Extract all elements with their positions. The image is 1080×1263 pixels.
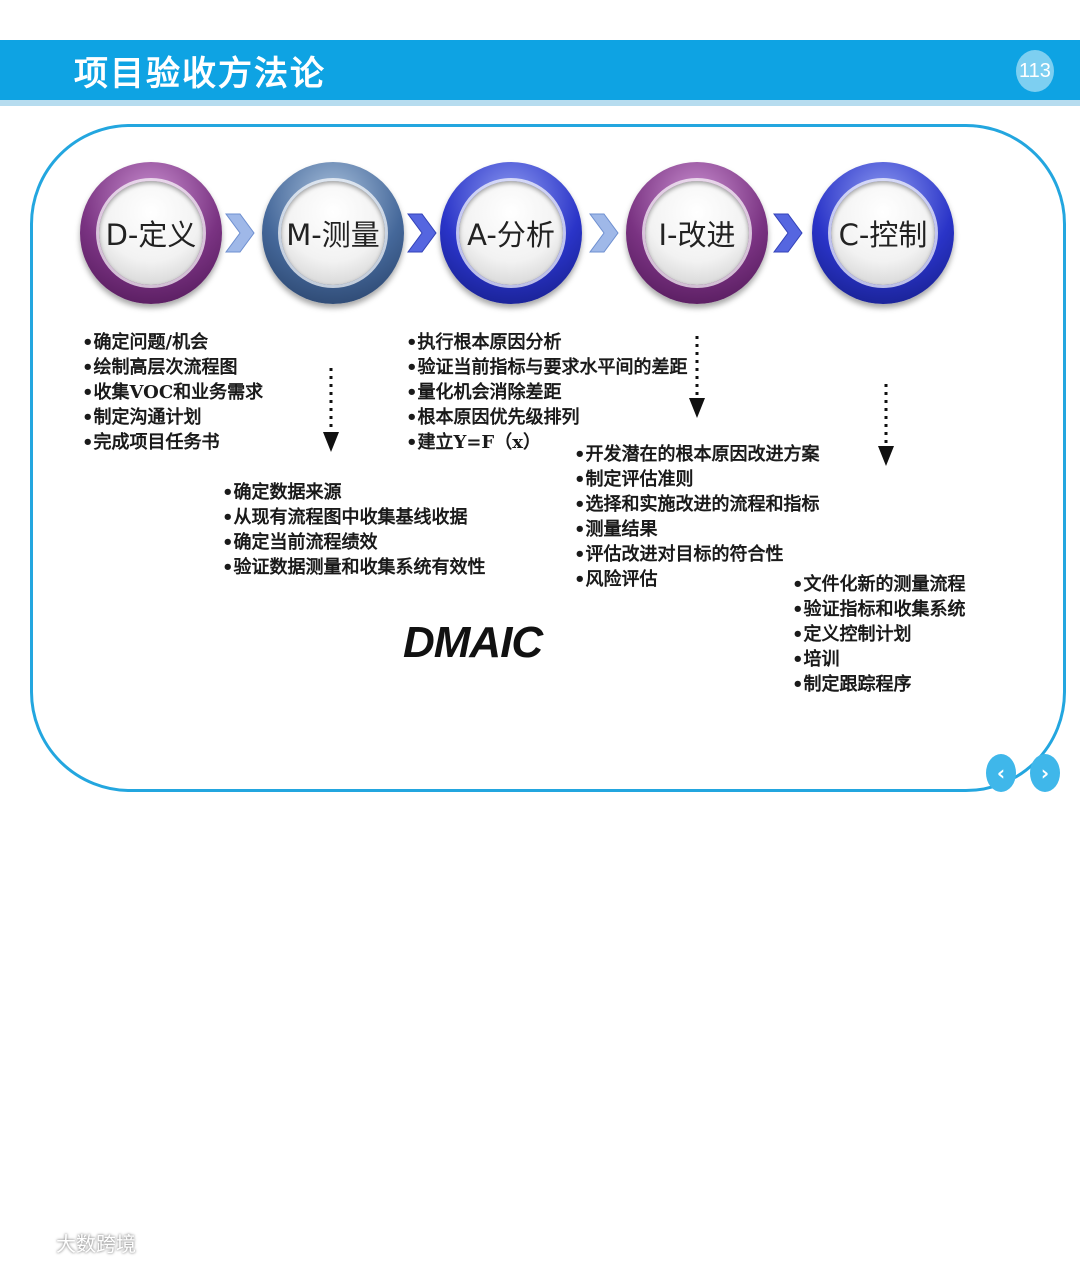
chevron-right-icon xyxy=(222,210,256,256)
list-item: •执行根本原因分析 xyxy=(406,332,562,353)
list-item: •培训 xyxy=(792,649,840,670)
list-item: •开发潜在的根本原因改进方案 xyxy=(574,444,820,465)
list-item: •收集VOC和业务需求 xyxy=(82,382,264,403)
list-item: •测量结果 xyxy=(574,519,658,540)
list-item: •确定数据来源 xyxy=(222,482,342,503)
step-improve-label: I-改进 xyxy=(658,218,736,252)
list-item: •制定评估准则 xyxy=(574,469,694,490)
list-item: •根本原因优先级排列 xyxy=(406,407,580,428)
list-item: •文件化新的测量流程 xyxy=(792,574,966,595)
page-number-badge: 113 xyxy=(1016,50,1054,92)
step-control-circle: C-控制 xyxy=(812,162,954,304)
dmaic-caption: DMAIC xyxy=(403,618,543,667)
list-item: •验证指标和收集系统 xyxy=(792,599,966,620)
page-title: 项目验收方法论 xyxy=(74,54,326,94)
list-item: •量化机会消除差距 xyxy=(406,382,562,403)
step-analyze-label: A-分析 xyxy=(467,218,555,252)
control-task-list: •文件化新的测量流程 •验证指标和收集系统 •定义控制计划 •培训 •制定跟踪程… xyxy=(792,572,966,697)
list-item: •完成项目任务书 xyxy=(82,432,220,453)
measure-task-list: •确定数据来源 •从现有流程图中收集基线收据 •确定当前流程绩效 •验证数据测量… xyxy=(222,480,486,580)
chevron-right-icon xyxy=(586,210,620,256)
dotted-down-arrow-icon xyxy=(878,384,894,466)
chevron-right-icon xyxy=(770,210,804,256)
list-item: •制定跟踪程序 xyxy=(792,674,912,695)
improve-task-list: •开发潜在的根本原因改进方案 •制定评估准则 •选择和实施改进的流程和指标 •测… xyxy=(574,442,820,592)
list-item: •验证当前指标与要求水平间的差距 xyxy=(406,357,688,378)
define-task-list: •确定问题/机会 •绘制高层次流程图 •收集VOC和业务需求 •制定沟通计划 •… xyxy=(82,330,263,455)
list-item: •绘制高层次流程图 xyxy=(82,357,238,378)
watermark-text: 大数跨境 xyxy=(56,1232,136,1256)
content-frame xyxy=(30,124,1066,792)
list-item: •从现有流程图中收集基线收据 xyxy=(222,507,468,528)
step-improve-circle: I-改进 xyxy=(626,162,768,304)
list-item: •评估改进对目标的符合性 xyxy=(574,544,784,565)
step-analyze-circle: A-分析 xyxy=(440,162,582,304)
list-item: •确定问题/机会 xyxy=(82,332,209,353)
list-item: •验证数据测量和收集系统有效性 xyxy=(222,557,486,578)
watermark: 大数跨境 xyxy=(10,1228,136,1257)
step-measure-circle: M-测量 xyxy=(262,162,404,304)
list-item: •定义控制计划 xyxy=(792,624,912,645)
list-item: •确定当前流程绩效 xyxy=(222,532,378,553)
step-define-label: D-定义 xyxy=(105,218,197,252)
step-control-label: C-控制 xyxy=(838,218,928,252)
step-define-circle: D-定义 xyxy=(80,162,222,304)
dotted-down-arrow-icon xyxy=(323,368,339,452)
analyze-task-list: •执行根本原因分析 •验证当前指标与要求水平间的差距 •量化机会消除差距 •根本… xyxy=(406,330,688,455)
list-item: •风险评估 xyxy=(574,569,658,590)
chevron-right-icon xyxy=(404,210,438,256)
step-measure-label: M-测量 xyxy=(286,218,380,252)
next-slide-button[interactable]: › xyxy=(1030,754,1060,792)
watermark-logo-icon xyxy=(12,1234,50,1250)
list-item: •建立Y=F（x） xyxy=(406,432,541,453)
dotted-down-arrow-icon xyxy=(689,336,705,418)
list-item: •选择和实施改进的流程和指标 xyxy=(574,494,820,515)
list-item: •制定沟通计划 xyxy=(82,407,202,428)
header-bar xyxy=(0,40,1080,106)
prev-slide-button[interactable]: ‹ xyxy=(986,754,1016,792)
